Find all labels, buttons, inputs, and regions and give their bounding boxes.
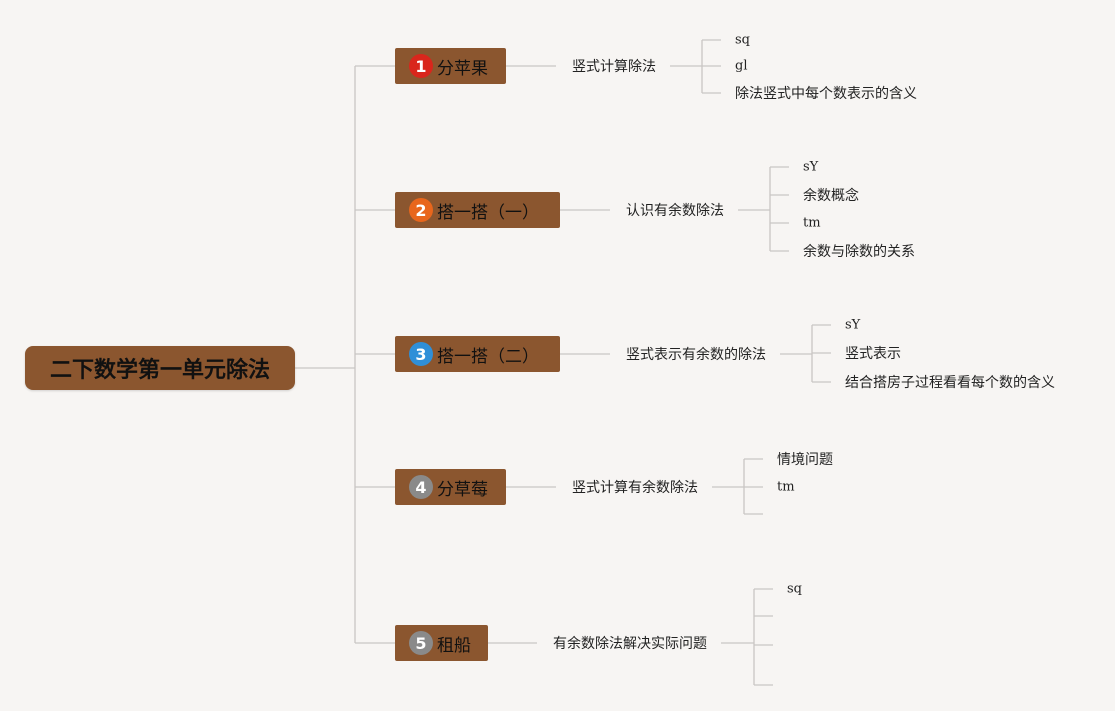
number-badge-icon: 3 [409,342,433,366]
leaf-item[interactable]: 余数概念 [803,188,859,204]
branch-label: 分苹果 [437,58,488,79]
subtopic-3[interactable]: 竖式表示有余数的除法 [626,347,766,363]
subtopic-2[interactable]: 认识有余数除法 [626,203,724,219]
leaf-item[interactable]: gl [735,58,748,74]
root-label: 二下数学第一单元除法 [49,358,270,383]
leaf-item[interactable]: 结合搭房子过程看看每个数的含义 [845,375,1055,391]
leaf-item[interactable]: sY [803,159,819,175]
leaf-item[interactable]: 余数与除数的关系 [803,244,915,260]
leaf-item[interactable]: sq [735,32,750,48]
number-badge-icon: 5 [409,631,433,655]
branch-label: 搭一搭（一） [437,202,539,223]
number-badge-icon: 2 [409,198,433,222]
subtopic-4[interactable]: 竖式计算有余数除法 [572,480,698,496]
leaf-item[interactable]: 情境问题 [777,452,833,468]
leaf-item[interactable]: tm [803,215,821,231]
number-badge-icon: 4 [409,475,433,499]
leaf-item[interactable]: 竖式表示 [845,346,901,362]
subtopic-5[interactable]: 有余数除法解决实际问题 [553,636,707,652]
subtopic-1[interactable]: 竖式计算除法 [572,59,656,75]
leaf-item[interactable]: tm [777,479,795,495]
leaf-item[interactable]: 除法竖式中每个数表示的含义 [735,86,917,102]
branch-label: 租船 [437,635,471,656]
leaf-item[interactable]: sY [845,317,861,333]
leaf-item[interactable]: sq [787,581,802,597]
root-node[interactable]: 二下数学第一单元除法 [25,346,295,390]
branch-label: 搭一搭（二） [437,346,539,367]
number-badge-icon: 1 [409,54,433,78]
branch-label: 分草莓 [437,479,488,500]
